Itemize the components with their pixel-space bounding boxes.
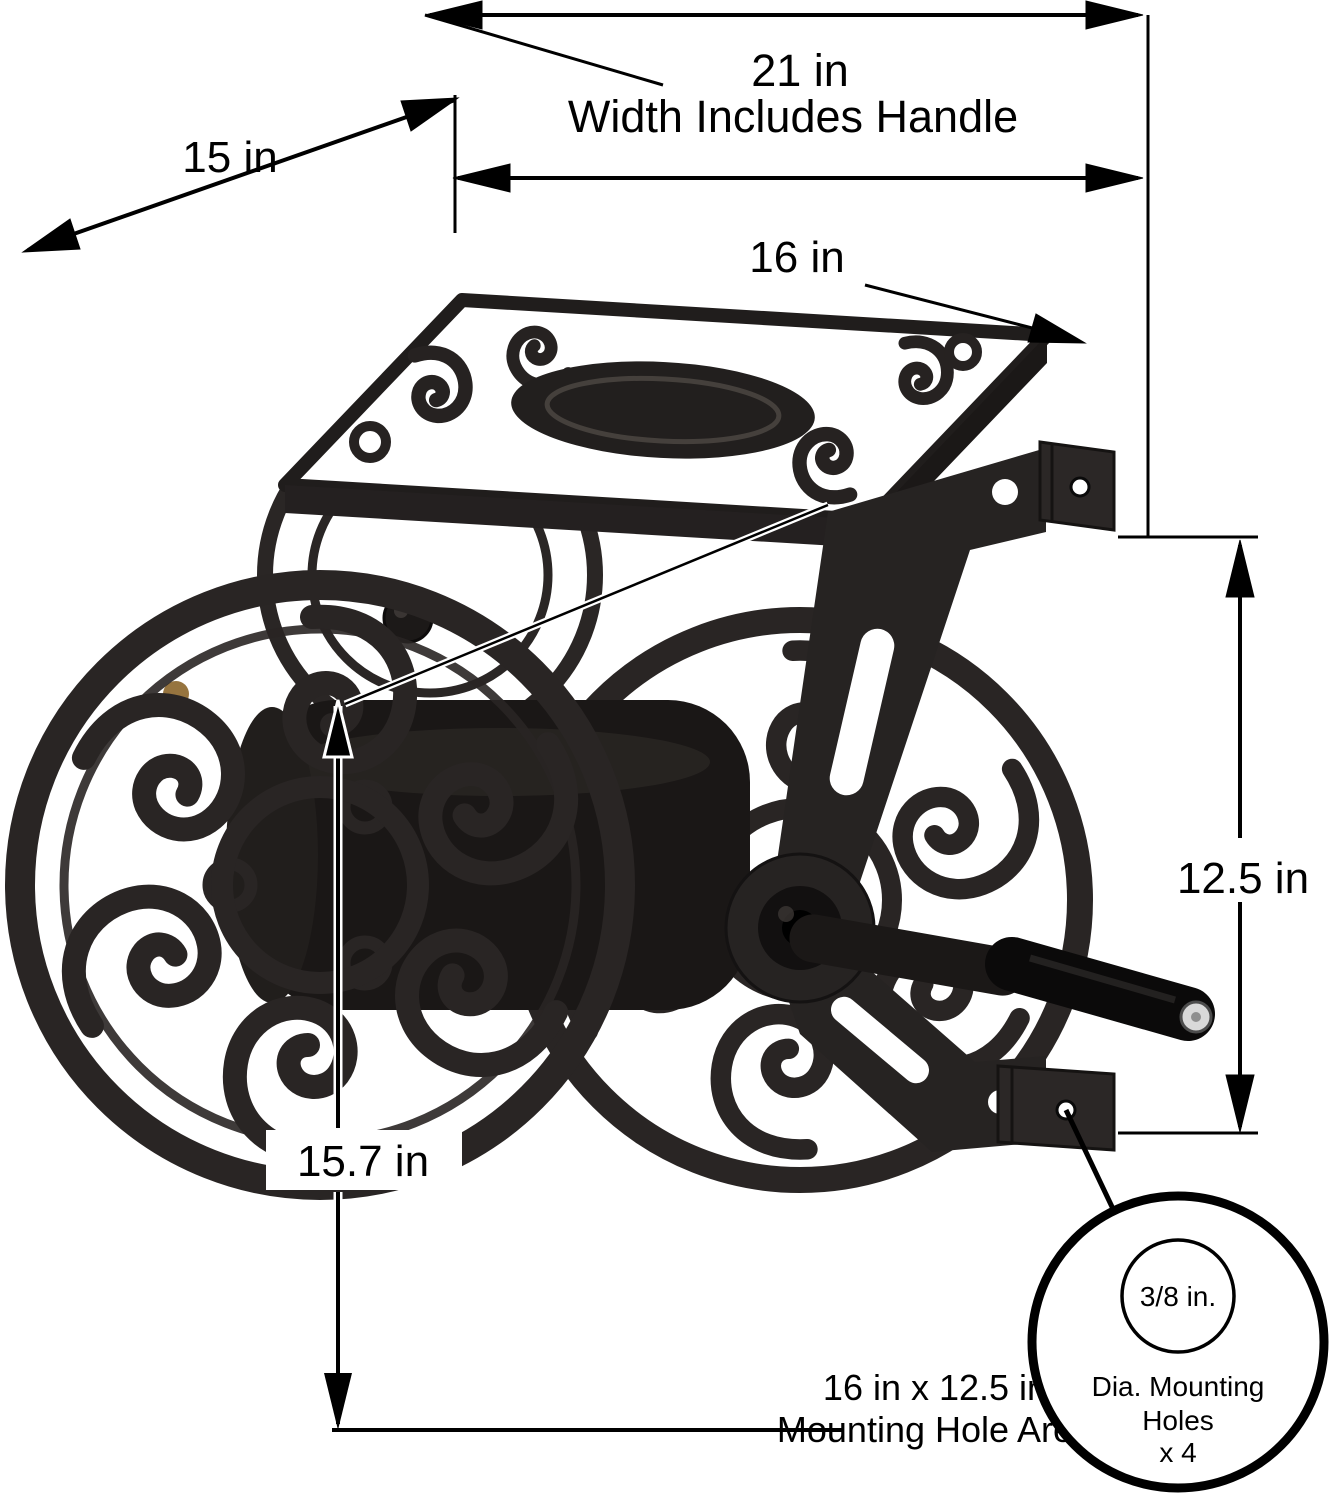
dim-total-width	[424, 0, 1150, 537]
dim-tray-width	[452, 163, 1144, 344]
arrowhead-up	[1225, 539, 1255, 598]
mount-height-label: 12.5 in	[1177, 854, 1309, 903]
arrowhead-right	[1085, 0, 1144, 30]
overall-height-label: 15.7 in	[297, 1137, 429, 1186]
arrowhead-right	[1085, 163, 1144, 193]
arrowhead-leader	[1027, 313, 1087, 344]
top-mount-bracket	[1038, 440, 1116, 532]
bottom-mount-bracket	[996, 1064, 1116, 1152]
hole-note-line2: Holes	[1142, 1405, 1214, 1436]
arrowhead-upper-right	[400, 97, 460, 132]
hole-diameter-circle	[1120, 1238, 1236, 1354]
arrowhead-left	[452, 163, 511, 193]
crank-handle	[789, 914, 1215, 1041]
mount-hole-top	[1069, 476, 1091, 498]
arrowhead-down	[324, 1373, 352, 1430]
mount-area-line2: Mounting Hole Area	[777, 1409, 1094, 1450]
mount-hole-callout: 3/8 in. Dia. Mounting Holes x 4	[1027, 1108, 1329, 1493]
total-width-label: 21 in	[751, 45, 849, 96]
dim-overall-height	[266, 501, 842, 1432]
hole-note-line3: x 4	[1159, 1437, 1196, 1468]
arrowhead-lower-left	[21, 218, 81, 253]
callout-circle	[1027, 1191, 1329, 1493]
dim-depth	[21, 95, 460, 253]
total-width-note: Width Includes Handle	[568, 91, 1018, 142]
frame	[772, 448, 1046, 1152]
arrowhead-up	[322, 699, 354, 759]
tray-width-label: 16 in	[749, 233, 844, 282]
hole-note-line1: Dia. Mounting	[1092, 1371, 1265, 1402]
mount-area-line1: 16 in x 12.5 in	[823, 1367, 1047, 1408]
dim-mount-height	[1118, 535, 1258, 1135]
arrowhead-left	[424, 0, 483, 30]
depth-label: 15 in	[182, 133, 277, 182]
hole-diameter-label: 3/8 in.	[1140, 1281, 1216, 1312]
arrowhead-down	[1225, 1074, 1255, 1133]
